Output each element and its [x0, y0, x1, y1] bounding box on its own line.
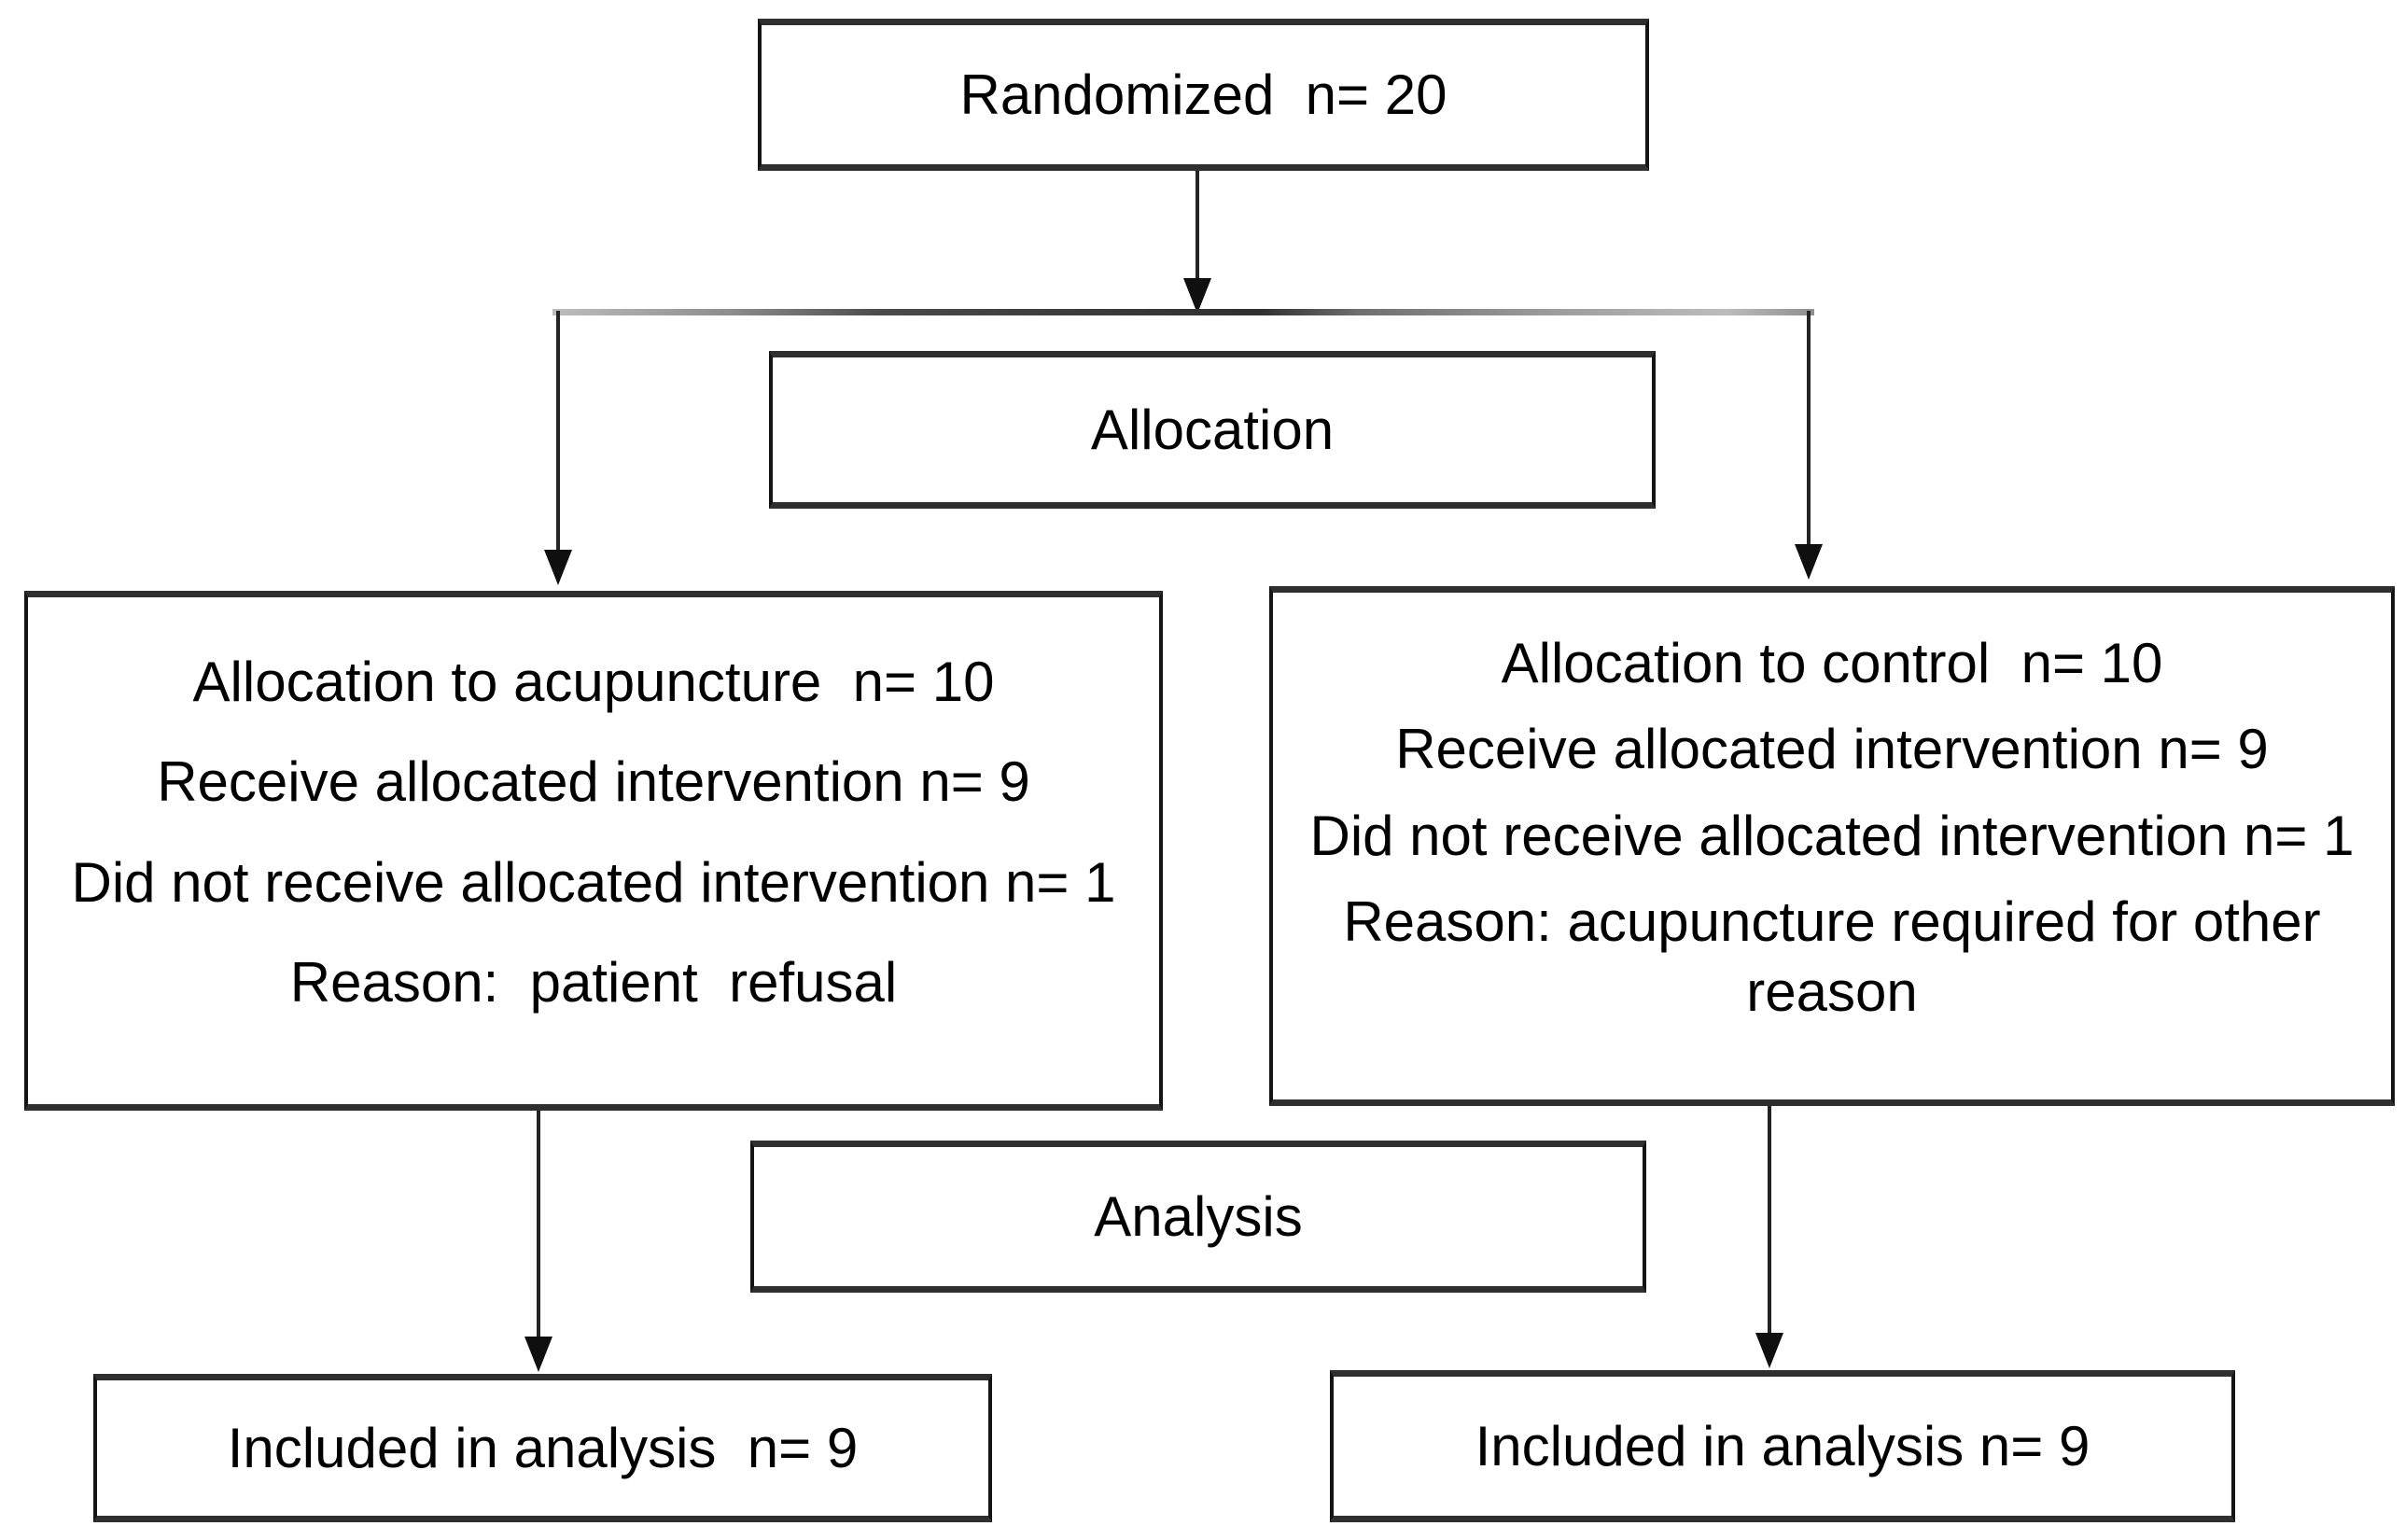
node-analysis-stage-label: Analysis [1094, 1185, 1303, 1248]
acupuncture-received-line: Receive allocated intervention n= 9 [157, 750, 1030, 814]
connector-branch-left-line [556, 311, 560, 550]
control-received-line: Receive allocated intervention n= 9 [1395, 718, 2269, 781]
node-included-control: Included in analysis n= 9 [1330, 1370, 2235, 1522]
control-allocation-line: Allocation to control n= 10 [1501, 631, 2163, 694]
node-control-arm: Allocation to control n= 10 Receive allo… [1269, 586, 2395, 1106]
node-randomized-label: Randomized n= 20 [959, 63, 1447, 126]
acupuncture-reason-line: Reason: patient refusal [289, 951, 898, 1015]
node-acupuncture-arm: Allocation to acupuncture n= 10 Receive … [24, 591, 1163, 1111]
arrow-down-icon [1755, 1333, 1783, 1368]
node-analysis-stage: Analysis [750, 1141, 1646, 1293]
acupuncture-allocation-line: Allocation to acupuncture n= 10 [192, 650, 995, 713]
arrow-down-icon [1183, 278, 1211, 314]
node-randomized: Randomized n= 20 [758, 19, 1649, 171]
connector-acupuncture-analysis-line [537, 1111, 540, 1339]
node-included-acupuncture-label: Included in analysis n= 9 [227, 1417, 859, 1479]
connector-randomized-line [1196, 171, 1199, 281]
acupuncture-not-received-line: Did not receive allocated intervention n… [71, 850, 1116, 914]
arrow-down-icon [1795, 544, 1823, 580]
node-allocation-stage-label: Allocation [1090, 399, 1335, 461]
connector-branch-right-line [1807, 311, 1811, 544]
node-included-control-label: Included in analysis n= 9 [1475, 1415, 2090, 1477]
connector-branch-line [552, 309, 1814, 315]
arrow-down-icon [544, 550, 572, 585]
connector-control-analysis-line [1768, 1106, 1771, 1336]
control-reason-line: Reason: acupuncture required for other r… [1343, 890, 2337, 1024]
control-not-received-line: Did not receive allocated intervention n… [1309, 804, 2355, 867]
node-allocation-stage: Allocation [769, 351, 1656, 509]
arrow-down-icon [524, 1337, 552, 1372]
node-included-acupuncture: Included in analysis n= 9 [93, 1374, 992, 1522]
